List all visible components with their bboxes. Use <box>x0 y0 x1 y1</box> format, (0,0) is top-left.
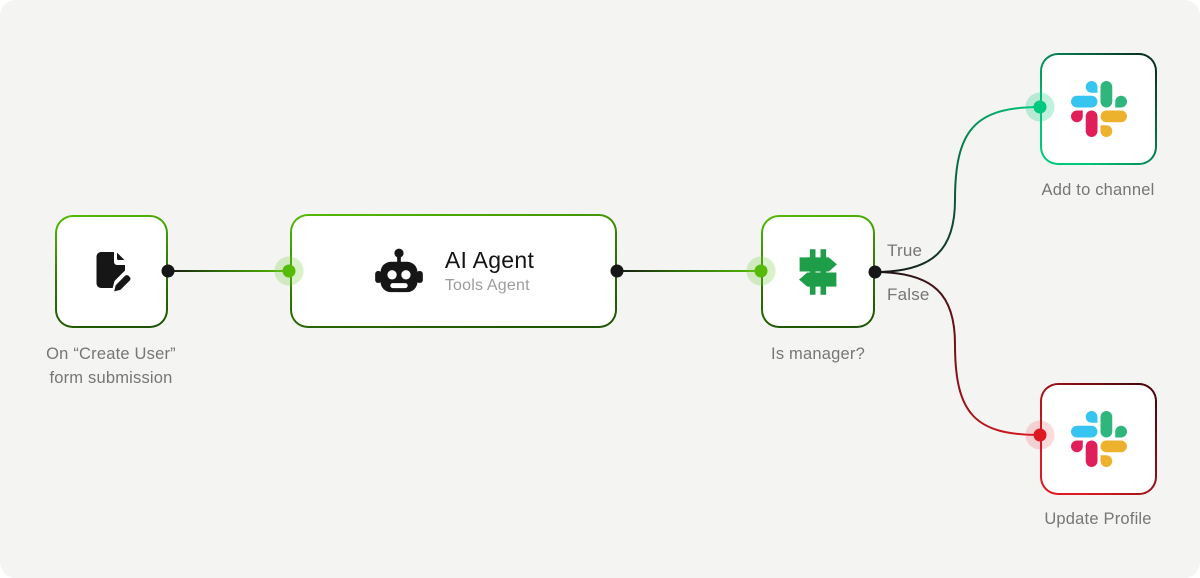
is-manager-label: Is manager? <box>771 345 865 363</box>
file-pen-icon <box>88 248 136 296</box>
ai-agent-output-port[interactable] <box>610 264 624 278</box>
true-branch-label: True <box>887 241 923 260</box>
signpost-icon <box>792 246 844 298</box>
node-slack-add-to-channel[interactable] <box>1040 53 1157 165</box>
is-manager-input-port[interactable] <box>754 264 768 278</box>
slack-add-to-channel-label: Add to channel <box>1041 181 1155 199</box>
slack-update-profile-label: Update Profile <box>1044 510 1152 528</box>
edge-if-true-to-slack[interactable] <box>874 106 1041 273</box>
ai-agent-subtitle: Tools Agent <box>444 277 530 294</box>
slack-logo-icon <box>1070 81 1127 137</box>
node-form-trigger[interactable] <box>55 215 168 328</box>
ai-agent-input-port[interactable] <box>282 264 296 278</box>
slack-update-profile-input-port[interactable] <box>1033 428 1047 442</box>
edge-if-false-to-slack[interactable] <box>874 271 1041 436</box>
node-slack-update-profile[interactable] <box>1040 383 1157 495</box>
false-branch-label: False <box>887 285 930 304</box>
node-is-manager[interactable] <box>761 215 875 328</box>
is-manager-output-port[interactable] <box>868 265 882 279</box>
slack-logo-icon <box>1070 411 1127 467</box>
form-trigger-output-port[interactable] <box>161 264 175 278</box>
ai-agent-title: AI Agent <box>444 247 535 273</box>
slack-add-to-channel-input-port[interactable] <box>1033 100 1047 114</box>
node-ai-agent[interactable]: AI Agent Tools Agent <box>290 214 617 328</box>
robot-icon <box>373 245 425 297</box>
form-trigger-label: On “Create User” form submission <box>46 345 176 387</box>
